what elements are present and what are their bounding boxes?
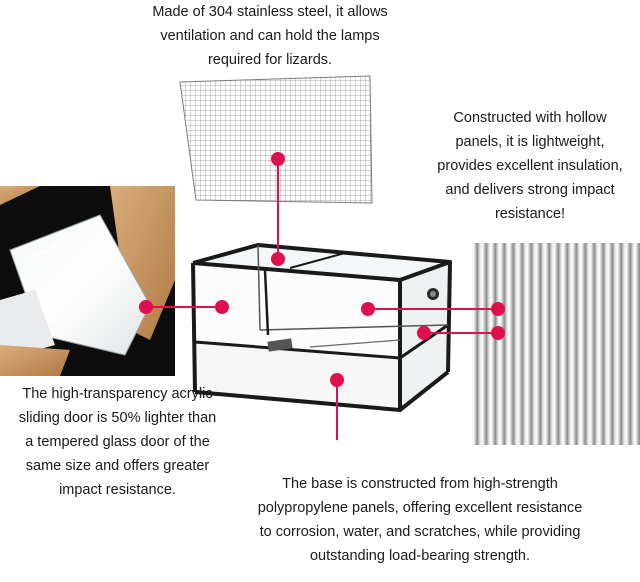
hollow-panel-caption: Constructed with hollow panels, it is li… xyxy=(425,106,635,226)
caption-line: a tempered glass door of the xyxy=(25,434,210,450)
caption-line: ventilation and can hold the lamps xyxy=(160,28,380,44)
caption-line: resistance! xyxy=(494,206,566,222)
acrylic-panel-image xyxy=(0,186,175,376)
callout-dot xyxy=(215,300,229,314)
caption-line: to corrosion, water, and scratches, whil… xyxy=(259,524,581,540)
callout-dot xyxy=(491,326,505,340)
caption-line: and delivers strong impact xyxy=(445,182,615,198)
callout-dot xyxy=(330,373,344,387)
caption-line: Constructed with hollow xyxy=(453,110,607,126)
base-caption: The base is constructed from high-streng… xyxy=(225,472,615,568)
caption-line: panels, it is lightweight, xyxy=(455,134,605,150)
caption-line: outstanding load-bearing strength. xyxy=(309,548,531,564)
callout-dot xyxy=(271,252,285,266)
caption-line: same size and offers greater xyxy=(25,458,210,474)
mesh-screen-image xyxy=(179,75,373,204)
door-caption: The high-transparency acrylic sliding do… xyxy=(0,382,235,502)
caption-line: Made of 304 stainless steel, it allows xyxy=(152,4,388,20)
callout-dot xyxy=(139,300,153,314)
callout-markers xyxy=(139,152,505,440)
hollow-panel-image xyxy=(472,243,640,445)
callout-dot xyxy=(361,302,375,316)
caption-line: The base is constructed from high-streng… xyxy=(282,476,558,492)
callout-dot xyxy=(491,302,505,316)
caption-line: The high-transparency acrylic xyxy=(22,386,213,402)
caption-line: provides excellent insulation, xyxy=(437,158,623,174)
caption-line: sliding door is 50% lighter than xyxy=(18,410,217,426)
callout-dot xyxy=(417,326,431,340)
callout-dot xyxy=(271,152,285,166)
caption-line: required for lizards. xyxy=(207,52,333,68)
caption-line: polypropylene panels, offering excellent… xyxy=(257,500,583,516)
caption-line: impact resistance. xyxy=(59,482,176,498)
mesh-caption: Made of 304 stainless steel, it allows v… xyxy=(130,0,410,72)
